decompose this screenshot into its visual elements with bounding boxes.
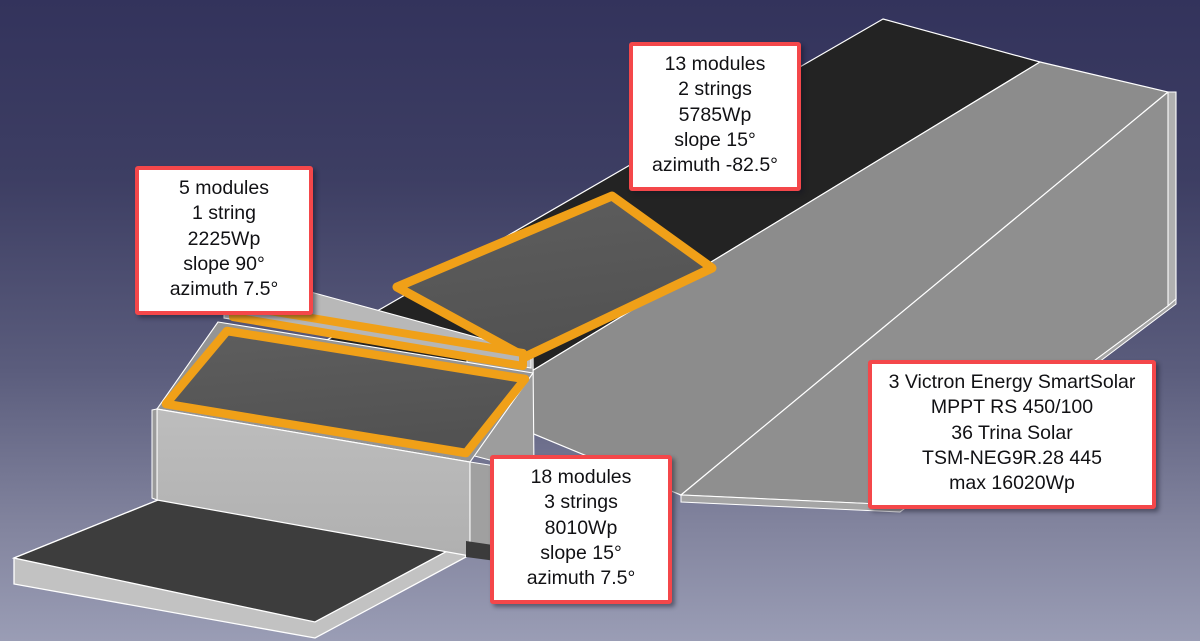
pv-array-annex-roof-outline[interactable] <box>161 326 530 458</box>
callout-line: 3 strings <box>544 491 618 514</box>
callout-line: slope 15° <box>674 129 756 152</box>
callout-line: azimuth 7.5° <box>169 278 279 301</box>
callout-array-facade[interactable]: 5 modules 1 string 2225Wp slope 90° azim… <box>135 166 313 315</box>
callout-line: 2 strings <box>678 78 752 101</box>
callout-line: 13 modules <box>664 53 766 75</box>
callout-line: 36 Trina Solar <box>951 421 1073 444</box>
callout-line: 1 string <box>192 202 256 225</box>
callout-array-annex-roof[interactable]: 18 modules 3 strings 8010Wp slope 15° az… <box>490 455 672 604</box>
callout-line: 3 Victron Energy SmartSolar <box>888 371 1136 393</box>
pv-array-annex-roof[interactable] <box>161 326 530 458</box>
callout-line: 5 modules <box>179 177 269 199</box>
callout-line: slope 90° <box>183 253 265 276</box>
callout-line: 8010Wp <box>544 516 618 539</box>
callout-system-summary[interactable]: 3 Victron Energy SmartSolar MPPT RS 450/… <box>868 360 1156 509</box>
main-building-right-wall <box>1167 91 1177 308</box>
callout-line: slope 15° <box>540 542 622 565</box>
callout-line: max 16020Wp <box>949 472 1075 495</box>
callout-array-north-roof[interactable]: 13 modules 2 strings 5785Wp slope 15° az… <box>629 42 801 191</box>
callout-line: TSM-NEG9R.28 445 <box>922 447 1102 470</box>
annex-left-wall <box>151 408 158 501</box>
callout-line: azimuth 7.5° <box>526 567 636 590</box>
callout-line: 2225Wp <box>187 227 261 250</box>
callout-line: MPPT RS 450/100 <box>930 396 1094 419</box>
callout-line: azimuth -82.5° <box>652 154 778 177</box>
callout-line: 18 modules <box>530 466 632 488</box>
callout-line: 5785Wp <box>678 103 752 126</box>
